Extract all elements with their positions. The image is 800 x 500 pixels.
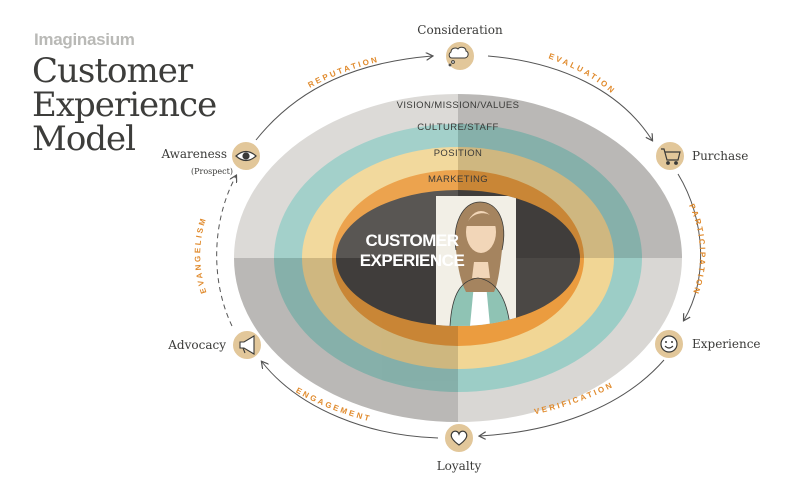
transition-label-participation: PARTICIPATION — [687, 202, 707, 297]
arrow-loyalty-to-advocacy — [262, 362, 439, 439]
stage-advocacy[interactable]: Advocacy — [167, 329, 263, 361]
stage-label-awareness: Awareness — [160, 147, 227, 161]
arrow-advocacy-to-awareness — [216, 176, 236, 327]
arrow-experience-to-loyalty — [480, 359, 665, 436]
stage-label-advocacy: Advocacy — [167, 338, 226, 352]
stage-label-loyalty: Loyalty — [437, 459, 482, 473]
stage-label-experience: Experience — [692, 337, 761, 351]
arrow-purchase-to-experience — [677, 173, 702, 320]
stage-loyalty[interactable]: Loyalty — [437, 422, 482, 473]
ring-label-position: POSITION — [434, 148, 483, 159]
ring-label-marketing: MARKETING — [428, 174, 488, 185]
transition-label-evaluation: EVALUATION — [547, 52, 617, 97]
core-label-customer: CUSTOMER — [366, 231, 459, 250]
thought-bubble-icon — [448, 46, 469, 67]
core-label-experience: EXPERIENCE — [360, 251, 465, 270]
smiley-face-icon — [660, 335, 678, 353]
stage-purchase[interactable]: Purchase — [654, 140, 748, 172]
customer-portrait-illustration — [436, 196, 516, 326]
brand-logo: Imaginasium — [34, 30, 135, 49]
transition-label-evangelism: EVANGELISM — [193, 215, 208, 294]
page-title-line-1: Customer — [32, 51, 193, 91]
page-title-line-3: Model — [32, 119, 136, 159]
stage-sub-awareness: (Prospect) — [191, 167, 233, 176]
stage-awareness[interactable]: Awareness (Prospect) — [160, 140, 262, 176]
arrow-awareness-to-consideration — [255, 56, 432, 141]
megaphone-icon — [239, 335, 255, 355]
stage-consideration[interactable]: Consideration — [417, 23, 503, 72]
heart-icon — [450, 430, 468, 446]
arrow-consideration-to-purchase — [487, 55, 652, 140]
eye-icon — [235, 150, 257, 162]
ring-highlight — [234, 94, 458, 258]
stage-experience[interactable]: Experience — [653, 328, 761, 360]
page-title-line-2: Experience — [32, 85, 217, 125]
journey-arrows — [216, 55, 702, 439]
ring-label-vision: VISION/MISSION/VALUES — [397, 100, 520, 111]
stage-label-consideration: Consideration — [417, 23, 503, 37]
ring-label-culture: CULTURE/STAFF — [417, 122, 498, 133]
transition-label-reputation: REPUTATION — [306, 55, 380, 90]
shopping-cart-icon — [661, 148, 681, 165]
stage-label-purchase: Purchase — [692, 149, 748, 163]
